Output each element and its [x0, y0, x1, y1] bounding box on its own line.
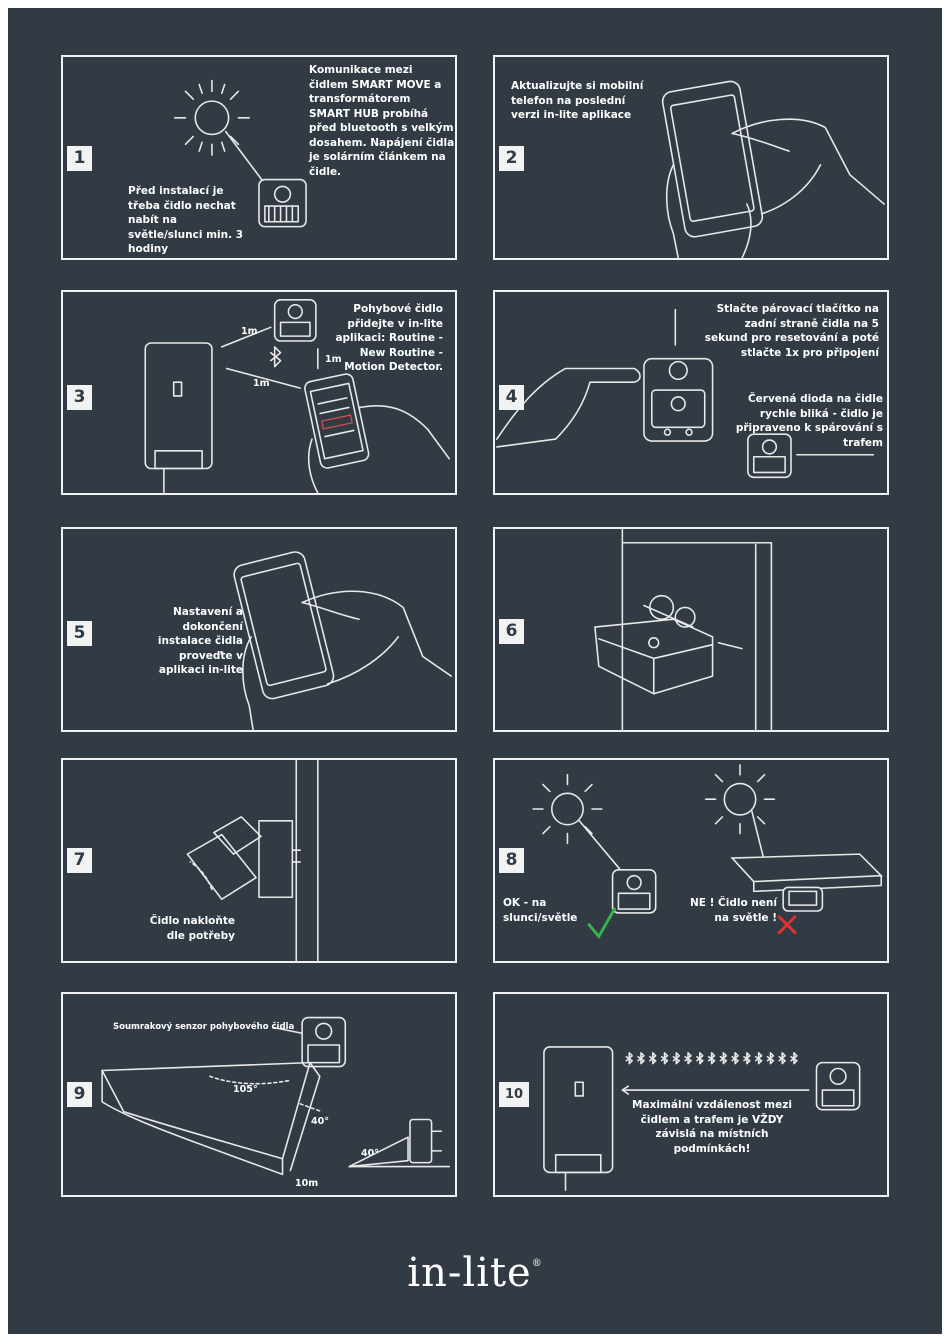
step-8-panel: 8 OK - na slunci/světle NE ! Čidlo není … [493, 758, 889, 963]
checkmark-icon [587, 907, 616, 940]
step-7-description: Čidlo nakloňte dle potřeby [149, 915, 235, 942]
phone-icon [661, 80, 764, 238]
transformer-hub-icon [543, 1046, 614, 1191]
sensor-icon [747, 433, 792, 479]
sensor-icon [815, 1061, 861, 1111]
step-number: 1 [67, 146, 92, 171]
detection-range-illustration [101, 1016, 450, 1176]
angle-label: 105° [233, 1084, 258, 1095]
cross-icon [777, 915, 797, 935]
step-9-panel: 9 Soumrakový senzor pohybového čidla 105… [61, 992, 457, 1197]
sun-icon [173, 79, 250, 156]
step-4-led-note: Červená dioda na čidle rychle bliká - či… [735, 393, 883, 449]
step-number: 4 [499, 385, 524, 410]
bluetooth-signal-icon [625, 1052, 798, 1065]
tilt-sensor-illustration [186, 760, 319, 961]
sensor-icon [301, 1016, 347, 1068]
distance-label: 1m [241, 326, 258, 337]
distance-label: 1m [253, 378, 270, 389]
tilted-sensor-icon [186, 816, 301, 901]
step-number: 3 [67, 385, 92, 410]
not-ok-caption: NE ! Čidlo není na světle ! [689, 897, 777, 924]
step-1-description: Komunikace mezi čidlem SMART MOVE a tran… [309, 64, 455, 178]
sensor-icon [273, 299, 317, 342]
sensor-back-icon [643, 357, 714, 442]
step-7-panel: 7 Čidlo nakloňte dle potřeby [61, 758, 457, 963]
phone-icon [304, 373, 370, 469]
brand-logo: in-lite® [407, 1250, 543, 1296]
sunlight-placement-illustration [532, 764, 884, 940]
step-10-description: Maximální vzdálenost mezi čidlem a trafe… [632, 1099, 792, 1155]
mount-bracket-icon [594, 594, 743, 695]
sun-and-sensor-illustration [173, 79, 307, 228]
step-5-description: Nastavení a dokončení instalace čidla pr… [157, 606, 243, 676]
wall-mount-illustration [594, 529, 773, 730]
step-1-charging-note: Před instalací je třeba čidlo nechat nab… [128, 185, 244, 255]
pairing-distance-illustration [144, 299, 450, 493]
step-number: 6 [499, 619, 524, 644]
sensor-label: Soumrakový senzor pohybového čidla [113, 1022, 295, 1032]
phone-icon [233, 551, 335, 700]
angle-label: 40° [361, 1148, 379, 1159]
step-number: 7 [67, 848, 92, 873]
transformer-hub-icon [144, 342, 213, 493]
sensor-icon [258, 178, 307, 228]
max-distance-illustration [543, 1046, 861, 1191]
phone-in-hand-illustration [661, 80, 885, 258]
pairing-button-illustration [496, 308, 875, 479]
step-10-panel: 10 Maximální vzdálenost mezi čidlem a tr… [493, 992, 889, 1197]
step-4-panel: 4 Stlačte párovací tlačítko na zadní str… [493, 290, 889, 495]
sun-icon [704, 764, 776, 835]
sensor-icon [782, 886, 824, 912]
step-3-description: Pohybové čidlo přidejte v in-lite aplika… [335, 303, 443, 373]
step-3-panel: 3 1m 1m 1m Pohybové čidlo přidejte v in-… [61, 290, 457, 495]
step-2-description: Aktualizujte si mobilní telefon na posle… [511, 80, 644, 121]
side-sensor-icon [409, 1118, 443, 1164]
step-number: 10 [499, 1082, 529, 1107]
step-number: 5 [67, 621, 92, 646]
step-6-panel: 6 [493, 527, 889, 732]
distance-label: 1m [325, 354, 342, 365]
step-1-panel: 1 Komunikace mezi čidlem SMART MOVE a tr… [61, 55, 457, 260]
range-label: 10m [295, 1178, 319, 1189]
angle-label: 40° [311, 1116, 329, 1127]
step-2-panel: 2 Aktualizujte si mobilní telefon na pos… [493, 55, 889, 260]
shade-board-icon [730, 853, 884, 893]
step-number: 8 [499, 848, 524, 873]
step-4-description: Stlačte párovací tlačítko na zadní stran… [704, 303, 879, 359]
sensor-icon [611, 869, 657, 914]
step-number: 9 [67, 1082, 92, 1107]
phone-setup-illustration [233, 551, 452, 730]
manual-sheet [8, 8, 942, 1334]
bluetooth-icon [269, 346, 282, 368]
step-5-panel: 5 Nastavení a dokončení instalace čidla … [61, 527, 457, 732]
sun-icon [532, 773, 603, 845]
ok-caption: OK - na slunci/světle [503, 897, 578, 924]
step-number: 2 [499, 146, 524, 171]
